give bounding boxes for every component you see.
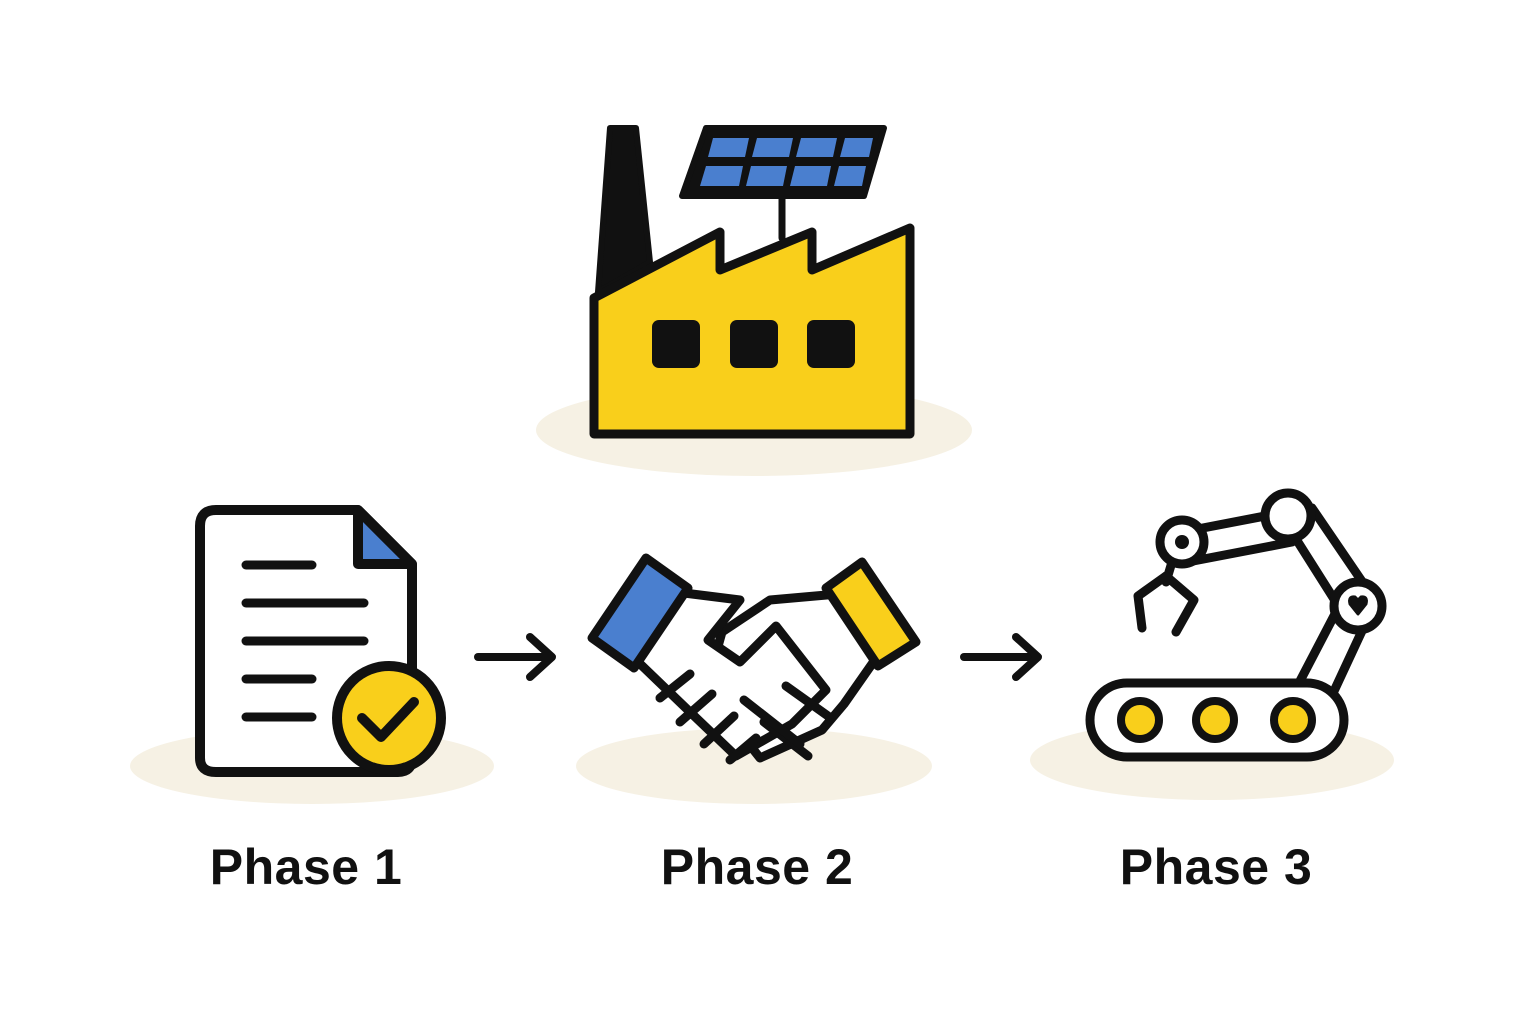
- check-icon: [357, 697, 419, 742]
- conveyor-roller: [1270, 697, 1316, 743]
- solar-cells: [700, 138, 873, 186]
- finger-line: [739, 695, 805, 749]
- handshake-right-cuff: [821, 557, 921, 671]
- robot-gripper: [1133, 571, 1171, 633]
- factory-window: [730, 320, 778, 368]
- approved-document-icon: [195, 505, 446, 777]
- heart-icon: [1348, 595, 1368, 616]
- phase-1-label: Phase 1: [209, 839, 403, 895]
- finger: [675, 689, 717, 727]
- finger: [699, 711, 739, 749]
- robotic-arm-conveyor-icon: [1085, 488, 1387, 762]
- arrow-right-icon: [474, 633, 556, 681]
- handshake-shadow: [576, 728, 932, 804]
- conveyor-roller: [1117, 697, 1163, 743]
- robot-joint-center: [1175, 535, 1189, 549]
- handshake-icon: [587, 553, 921, 765]
- robot-gripper: [1161, 571, 1199, 637]
- finger: [655, 669, 695, 703]
- robot-joint: [1260, 488, 1316, 544]
- handshake-left-hand: [631, 585, 831, 761]
- phase-2-label: Phase 2: [660, 839, 854, 895]
- handshake-left-cuff: [587, 553, 693, 673]
- factory-window: [652, 320, 700, 368]
- finger-line: [759, 717, 813, 761]
- approval-badge: [332, 661, 446, 775]
- document-fold: [353, 505, 417, 569]
- factory-window: [807, 320, 855, 368]
- conveyor-roller: [1192, 697, 1238, 743]
- factory-with-solar-panel-icon: [589, 125, 915, 439]
- factory-chimney: [595, 125, 653, 295]
- phase-3-label: Phase 3: [1119, 839, 1313, 895]
- finger-line: [781, 681, 833, 721]
- arrow-right-icon: [960, 633, 1042, 681]
- finger: [725, 733, 761, 765]
